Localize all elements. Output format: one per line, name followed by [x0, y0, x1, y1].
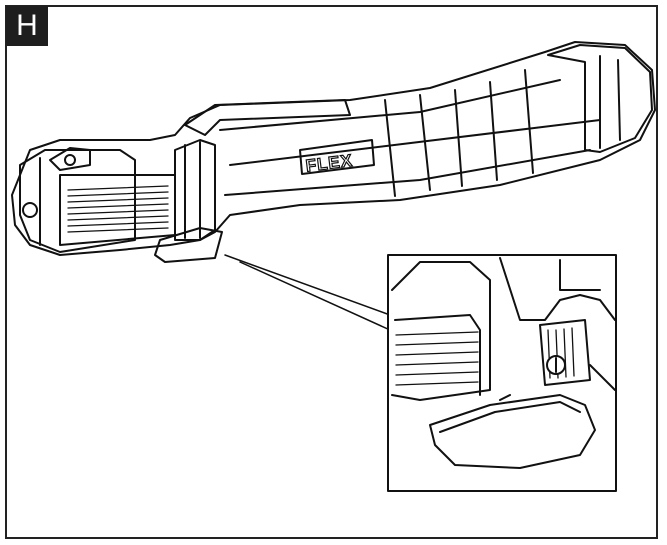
collar: [174, 139, 216, 241]
handle: [184, 99, 351, 136]
rear-cap: [19, 149, 136, 253]
detail-inset: [387, 254, 617, 492]
vent-slots: [67, 185, 169, 233]
tool-body-outline: [11, 41, 656, 256]
figure-frame: [5, 5, 658, 539]
detail-content: [391, 257, 616, 469]
figure-label-badge: H: [6, 6, 48, 46]
front-head: [547, 44, 653, 153]
lever-detail: [429, 394, 596, 469]
callout-line: [224, 254, 391, 316]
lever: [154, 227, 223, 263]
